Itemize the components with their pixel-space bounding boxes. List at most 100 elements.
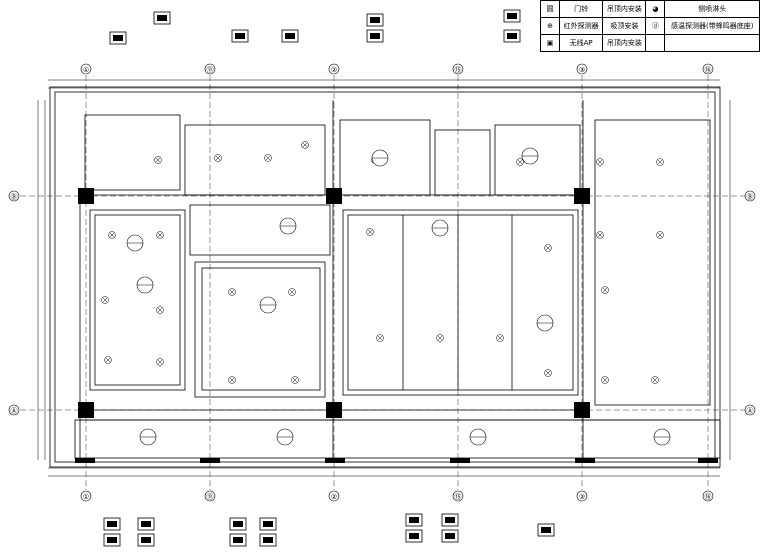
axis-side: Ⓑ Ⓑ Ⓐ Ⓐ	[8, 190, 756, 416]
legend-symbol-2	[645, 34, 666, 52]
room-upper	[339, 119, 431, 196]
walls	[49, 86, 721, 468]
ceiling-light-icon	[601, 286, 609, 294]
detail-tag-icon	[126, 234, 144, 252]
axis-labels: ① ⑪ ② ⑮ ③ ⑯ ① ⑪ ② ⑮ ③ ⑯	[8, 63, 756, 502]
axis-lines	[20, 75, 745, 490]
column	[75, 458, 95, 463]
axis-label: Ⓐ	[747, 407, 754, 415]
column	[575, 458, 595, 463]
legend-mount: 吊顶内安装	[602, 34, 647, 52]
detail-tag-icon	[371, 149, 389, 167]
room-ceiling-inner	[347, 214, 574, 391]
panel-symbol-icon	[229, 533, 247, 547]
column	[325, 458, 345, 463]
ceiling-light-icon	[214, 154, 222, 162]
room-upper	[184, 124, 326, 196]
ceiling-light-icon	[544, 244, 552, 252]
ceiling-fixtures	[101, 141, 664, 384]
axis-label: ⑪	[207, 66, 214, 74]
ceiling-light-icon	[656, 231, 664, 239]
inner-wall	[54, 91, 716, 463]
detail-tag-icon	[521, 147, 539, 165]
ceiling-light-icon	[516, 158, 524, 166]
axis-label: ①	[83, 493, 89, 501]
column	[698, 458, 718, 463]
ceiling-light-icon	[154, 156, 162, 164]
room-ceiling-inner	[94, 214, 181, 386]
panel-symbol-icon	[441, 529, 459, 543]
axis-label: Ⓐ	[11, 407, 18, 415]
axis-label: ③	[579, 66, 585, 74]
panel-symbol-icon	[259, 517, 277, 531]
panel-symbol-icon	[103, 533, 121, 547]
room-ceiling	[342, 209, 579, 396]
dimension-lines	[37, 79, 731, 477]
panel-symbol-icon	[153, 11, 171, 25]
room-upper	[434, 129, 491, 196]
panel-symbol-icon	[231, 29, 249, 43]
detail-tag-icon	[653, 428, 671, 446]
axis-label: Ⓑ	[11, 193, 18, 201]
ceiling-light-icon	[228, 376, 236, 384]
axis-label: ⑯	[705, 66, 712, 74]
detail-tag-icon	[279, 217, 297, 235]
legend-name: 无线AP	[558, 34, 604, 52]
axis-label: ③	[579, 493, 585, 501]
axis-bottom: ① ⑪ ② ⑮ ③ ⑯	[80, 490, 714, 502]
ceiling-light-icon	[376, 334, 384, 342]
axis-label: ⑯	[705, 493, 712, 501]
detail-tag-icon	[469, 428, 487, 446]
room-ceiling-inner	[201, 267, 321, 391]
axis-label: ①	[83, 66, 89, 74]
panel-symbol-icon	[503, 9, 521, 23]
panel-symbol-icon	[229, 517, 247, 531]
ceiling-light-icon	[288, 288, 296, 296]
ceiling-light-icon	[108, 231, 116, 239]
legend-row: ▣ 无线AP 吊顶内安装	[540, 34, 760, 52]
column	[450, 458, 470, 463]
ceiling-light-icon	[596, 158, 604, 166]
axis-label: Ⓑ	[747, 193, 754, 201]
detail-tag-icon	[136, 276, 154, 294]
room-ceiling	[594, 119, 711, 406]
axis-label: ⑮	[455, 66, 462, 74]
ceiling-light-icon	[366, 228, 374, 236]
ceiling-light-icon	[544, 369, 552, 377]
ceiling-light-icon	[656, 158, 664, 166]
panel-symbol-icon	[109, 31, 127, 45]
ceiling-light-icon	[436, 334, 444, 342]
axis-label: ②	[331, 66, 337, 74]
axis-label: ⑪	[207, 493, 214, 501]
axis-top: ① ⑪ ② ⑮ ③ ⑯	[80, 63, 714, 75]
legend-row: 圆 门铃 吊顶内安装 ◕ 侧喷淋头	[540, 0, 760, 18]
ceiling-light-icon	[156, 358, 164, 366]
ceiling-light-icon	[156, 306, 164, 314]
panel-symbol-icon	[441, 513, 459, 527]
room-upper	[84, 114, 181, 191]
panel-icons	[103, 9, 555, 547]
room-ceiling	[89, 209, 186, 391]
ceiling-light-icon	[228, 288, 236, 296]
panel-symbol-icon	[366, 29, 384, 43]
legend-name-2	[664, 34, 760, 52]
panel-symbol-icon	[103, 517, 121, 531]
ceiling-light-icon	[101, 296, 109, 304]
legend-row: ⊕ 红外探测器 吸顶安装 ⓓ 感温探测器(带蜂鸣器底座)	[540, 17, 760, 35]
panel-symbol-icon	[281, 29, 299, 43]
detail-tag-icon	[276, 428, 294, 446]
corridor	[74, 419, 721, 459]
detail-tag-icon	[431, 219, 449, 237]
detail-tag-icon	[259, 296, 277, 314]
panel-symbol-icon	[405, 513, 423, 527]
detail-tag-icon	[536, 314, 554, 332]
panel-symbol-icon	[137, 517, 155, 531]
room-upper	[494, 124, 581, 196]
ceiling-light-icon	[104, 356, 112, 364]
panel-symbol-icon	[537, 523, 555, 537]
ceiling-light-icon	[301, 141, 309, 149]
room-ceiling	[189, 204, 331, 256]
detail-tag-icon	[139, 428, 157, 446]
ceiling-light-icon	[596, 231, 604, 239]
